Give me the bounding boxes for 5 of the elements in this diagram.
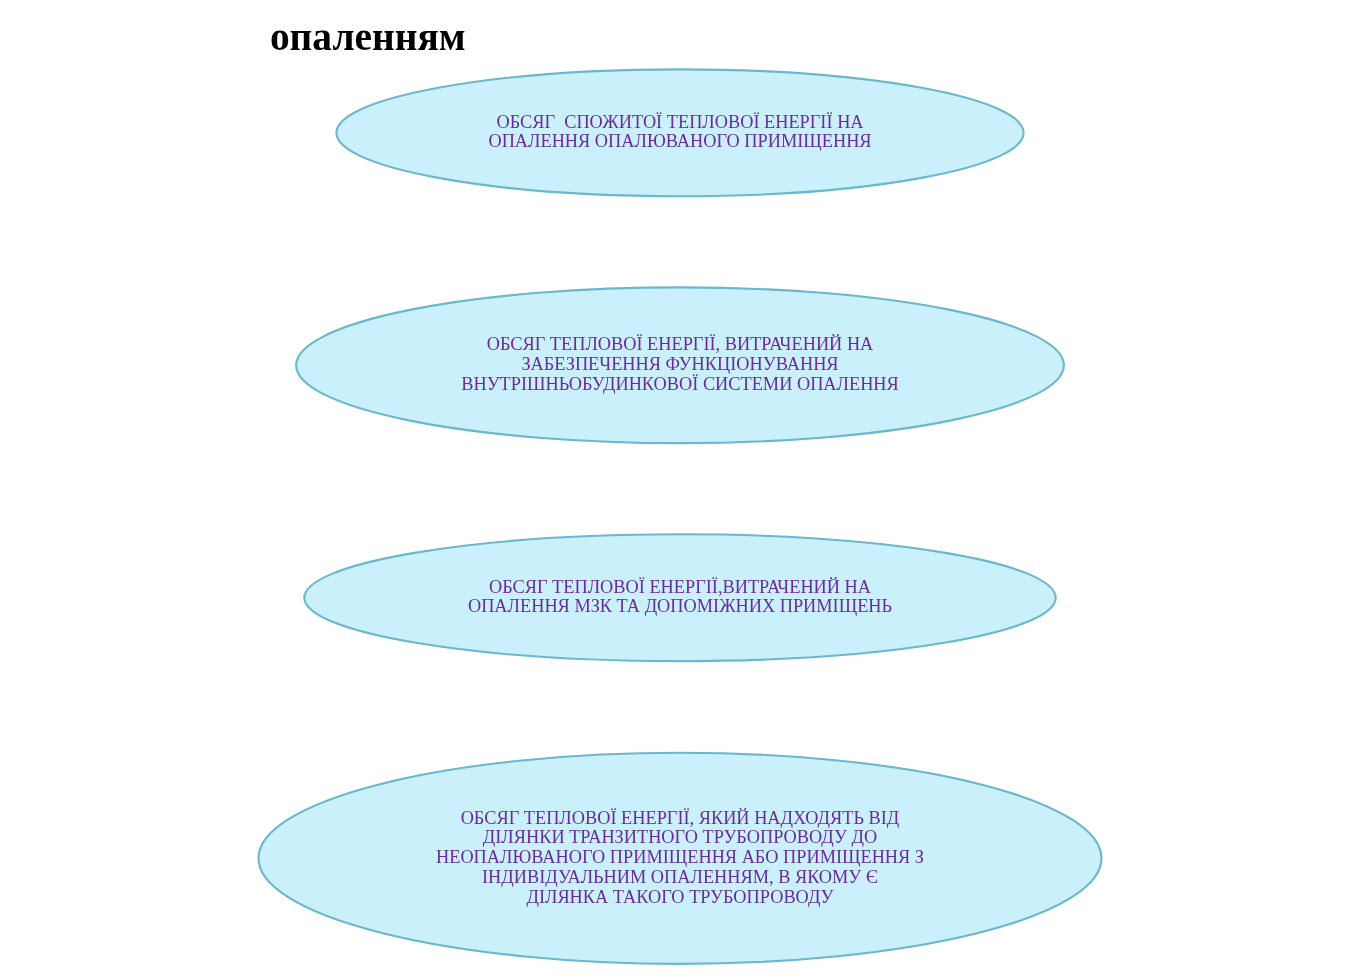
- node-ellipse: ОБСЯГ ТЕПЛОВОЇ ЕНЕРГІЇ, ВИТРАЧЕНИЙ НА ЗАБЕЗПЕЧЕННЯ ФУНКЦІОНУВАННЯ ВНУТРІШНЬОБУДИНКОВОЇ СИСТЕМИ ОПАЛЕННЯ: [295, 286, 1065, 445]
- node-ellipse: ОБСЯГ СПОЖИТОЇ ТЕПЛОВОЇ ЕНЕРГІЇ НА ОПАЛЕННЯ ОПАЛЮВАНОГО ПРИМІЩЕННЯ: [335, 68, 1025, 198]
- node-ellipse: ОБСЯГ ТЕПЛОВОЇ ЕНЕРГІЇ,ВИТРАЧЕНИЙ НА ОПАЛЕННЯ МЗК ТА ДОПОМІЖНИХ ПРИМІЩЕНЬ: [303, 533, 1057, 663]
- node-ellipse: ОБСЯГ ТЕПЛОВОЇ ЕНЕРГІЇ, ЯКИЙ НАДХОДЯТЬ ВІД ДІЛЯНКИ ТРАНЗИТНОГО ТРУБОПРОВОДУ ДО НЕОПАЛЮВАНОГО ПРИМІЩЕННЯ АБО ПРИМІЩЕННЯ З ІНДИВІДУАЛЬНИМ ОПАЛЕННЯМ, В ЯКОМУ Є ДІЛЯНКА ТАКОГО ТРУБОПРОВОДУ: [257, 751, 1103, 965]
- diagram-title: опаленням: [269, 14, 466, 59]
